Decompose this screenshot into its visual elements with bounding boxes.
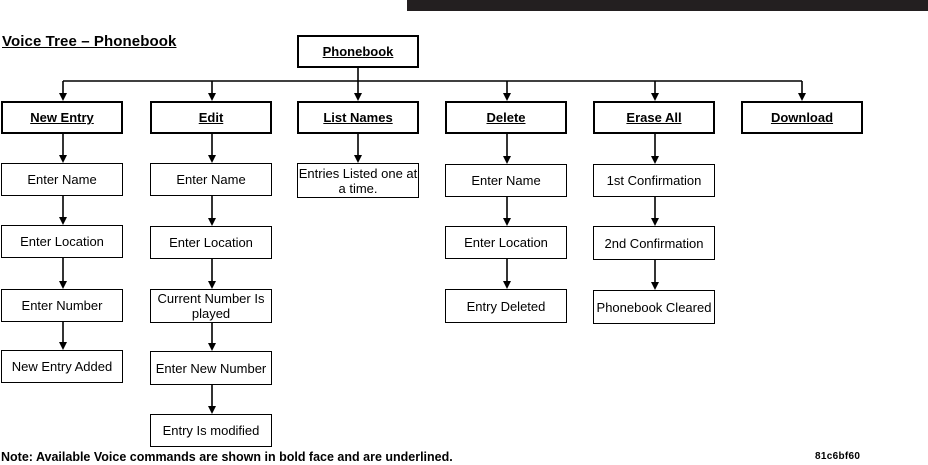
arrowhead-icon (59, 281, 67, 289)
step-label: Enter Location (464, 235, 548, 250)
arrowhead-icon (503, 218, 511, 226)
arrowhead-icon (208, 281, 216, 289)
step-new-entry-1: Enter Name (1, 163, 123, 196)
step-label: Enter Name (176, 172, 246, 187)
arrowhead-icon (59, 342, 67, 350)
arrowhead-icon (651, 93, 659, 101)
arrowhead-icon (208, 406, 216, 414)
step-label: Entry Deleted (466, 298, 546, 314)
step-delete-1: Enter Name (445, 164, 567, 197)
arrowhead-icon (798, 93, 806, 101)
step-list-names-1: Entries Listed one at a time. (297, 163, 419, 198)
step-edit-4: Enter New Number (150, 351, 272, 385)
arrowhead-icon (59, 217, 67, 225)
step-erase-all-2: 2nd Confirmation (593, 226, 715, 260)
step-label: Current Number Is played (157, 291, 265, 321)
arrowhead-icon (651, 218, 659, 226)
step-edit-1: Enter Name (150, 163, 272, 196)
footnote: Note: Available Voice commands are shown… (1, 450, 453, 464)
step-edit-3: Current Number Is played (150, 289, 272, 323)
step-label: Entry Is modified (162, 423, 260, 438)
step-new-entry-4: New Entry Added (1, 350, 123, 383)
arrowhead-icon (503, 281, 511, 289)
arrowhead-icon (503, 93, 511, 101)
command-list-names: List Names (297, 101, 419, 134)
step-label: 2nd Confirmation (604, 235, 704, 251)
arrowhead-icon (59, 155, 67, 163)
arrowhead-icon (354, 93, 362, 101)
command-label: List Names (323, 110, 393, 125)
step-edit-2: Enter Location (150, 226, 272, 259)
step-delete-2: Enter Location (445, 226, 567, 259)
step-label: Enter Name (471, 173, 541, 188)
arrowhead-icon (354, 155, 362, 163)
step-label: Entries Listed one at a time. (298, 165, 418, 196)
command-new-entry: New Entry (1, 101, 123, 134)
command-delete: Delete (445, 101, 567, 134)
step-erase-all-1: 1st Confirmation (593, 164, 715, 197)
arrowhead-icon (503, 156, 511, 164)
step-label: Enter Number (21, 298, 103, 313)
arrowhead-icon (59, 93, 67, 101)
arrowhead-icon (208, 343, 216, 351)
command-label: Download (770, 110, 834, 125)
arrowhead-icon (208, 218, 216, 226)
header-bar (407, 0, 928, 11)
step-erase-all-3: Phonebook Cleared (593, 290, 715, 324)
step-label: Enter Location (169, 235, 253, 250)
step-label: Enter Location (20, 234, 104, 249)
step-edit-5: Entry Is modified (150, 414, 272, 447)
command-label: Delete (486, 110, 526, 125)
step-new-entry-3: Enter Number (1, 289, 123, 322)
command-edit: Edit (150, 101, 272, 134)
root-node: Phonebook (297, 35, 419, 68)
command-label: Erase All (626, 110, 682, 125)
step-new-entry-2: Enter Location (1, 225, 123, 258)
figure-code: 81c6bf60 (815, 451, 861, 462)
arrowhead-icon (651, 156, 659, 164)
command-label: Edit (198, 110, 224, 125)
command-label: New Entry (30, 110, 94, 125)
step-label: New Entry Added (11, 359, 113, 374)
step-label: Phonebook Cleared (596, 299, 712, 315)
step-label: Enter Name (27, 172, 97, 187)
diagram-title: Voice Tree – Phonebook (2, 33, 177, 50)
arrowhead-icon (208, 93, 216, 101)
command-download: Download (741, 101, 863, 134)
command-erase-all: Erase All (593, 101, 715, 134)
step-delete-3: Entry Deleted (445, 289, 567, 323)
arrowhead-icon (651, 282, 659, 290)
step-label: Enter New Number (155, 360, 267, 376)
arrowhead-icon (208, 155, 216, 163)
step-label: 1st Confirmation (606, 173, 702, 188)
root-node-label: Phonebook (322, 44, 394, 59)
